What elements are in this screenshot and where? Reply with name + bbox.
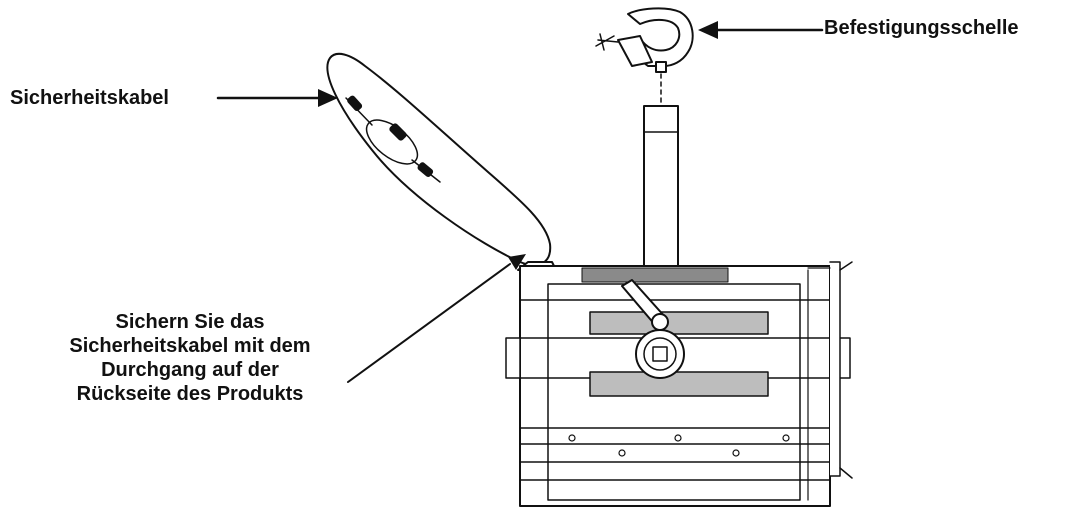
housing-inner [547, 283, 801, 501]
front-ring [829, 261, 841, 477]
ferrule-bottom [417, 162, 434, 177]
secure-note-line-3: Durchgang auf der [101, 359, 279, 381]
safety-cable-label: Sicherheitskabel [10, 87, 169, 109]
clamp-wing-screw [595, 33, 619, 51]
secure-note-arrow [347, 254, 526, 383]
yoke-knob [621, 279, 685, 379]
clamp-arrow [698, 21, 824, 39]
clamp-jaw [617, 35, 653, 67]
mesh-vent-upper [589, 311, 769, 335]
top-vent [581, 267, 729, 283]
secure-cable-note: Sichern Sie das Sicherheitskabel mit dem… [30, 310, 350, 406]
ferrule-top [347, 95, 363, 112]
safety-cable-loop [326, 52, 552, 267]
safety-cable-arrow [216, 89, 338, 107]
clamp-label: Befestigungsschelle [824, 17, 1019, 39]
fixture-body [505, 261, 853, 507]
mesh-vent-lower [589, 371, 769, 397]
secure-note-line-2: Sicherheitskabel mit dem [69, 335, 311, 357]
clamp-illustration [595, 7, 694, 73]
safety-cable-illustration [326, 52, 552, 267]
ferrule-middle [389, 123, 407, 141]
clamp-bolt [655, 61, 667, 73]
secure-note-line-4: Rückseite des Produkts [76, 383, 304, 405]
secure-note-line-1: Sichern Sie das [115, 311, 265, 333]
